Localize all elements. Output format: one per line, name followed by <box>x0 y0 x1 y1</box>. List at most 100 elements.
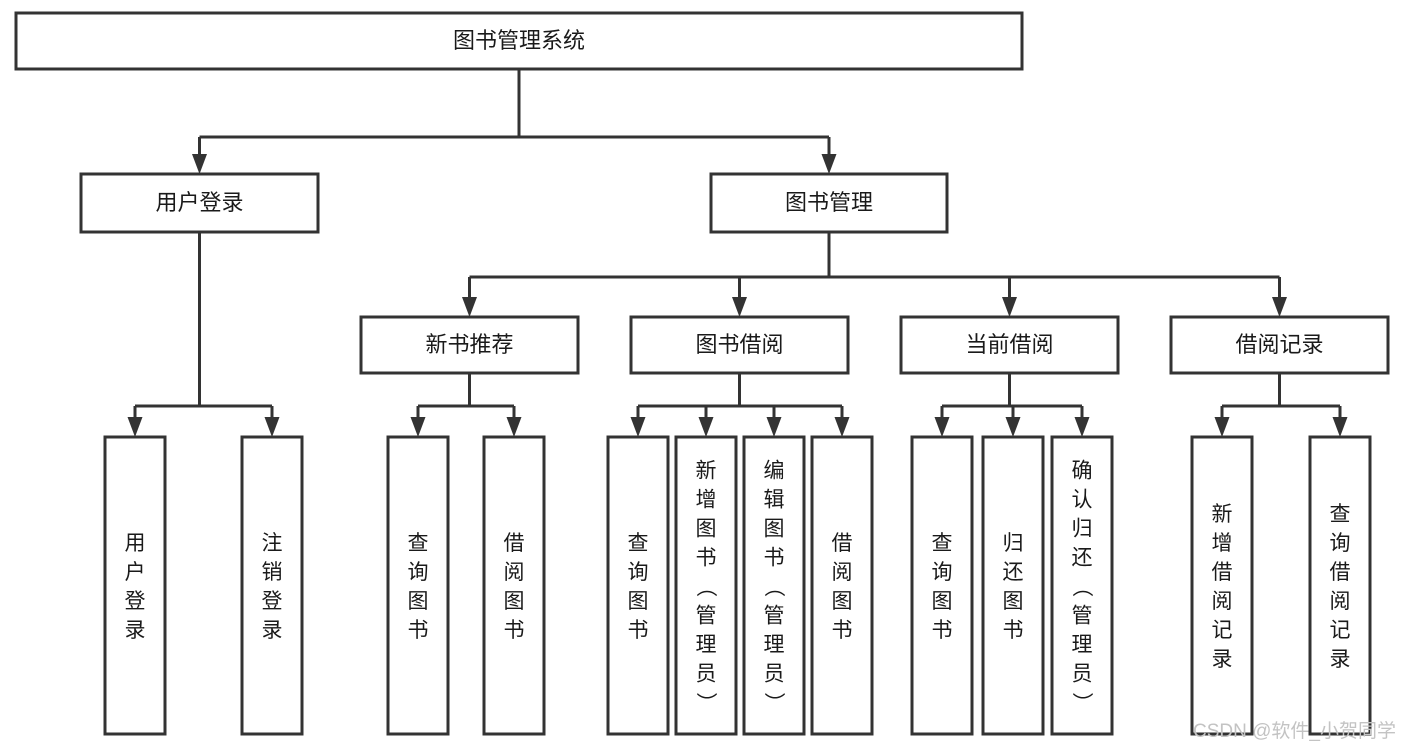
node-label: 用户登录 <box>155 190 243 215</box>
node-box <box>1169 315 1390 375</box>
node-borrow-record[interactable]: 借阅记录 <box>1169 315 1390 375</box>
node-label-char: 员 <box>696 663 717 686</box>
node-label-char: （ <box>762 576 785 597</box>
node-label-char: 理 <box>696 634 717 657</box>
node-label-char: 管 <box>1072 605 1093 628</box>
node-box <box>386 435 450 736</box>
node-label-char: 借 <box>832 532 853 555</box>
node-label-char: 书 <box>696 547 717 570</box>
arrowhead-icon <box>766 417 782 437</box>
node-book-manage[interactable]: 图书管理 <box>709 172 949 234</box>
node-label-char: 还 <box>1003 561 1024 584</box>
connector-group-new-book-recommend <box>410 373 522 437</box>
node-label-char: 增 <box>696 489 717 512</box>
node-label-char: 书 <box>504 619 525 642</box>
node-label-char: 询 <box>1330 532 1351 555</box>
node-label-char: 书 <box>764 547 785 570</box>
node-label: 图书管理 <box>785 190 873 215</box>
node-box <box>810 435 874 736</box>
node-label-char: 询 <box>408 561 429 584</box>
node-label-char: 书 <box>832 619 853 642</box>
arrowhead-icon <box>410 417 426 437</box>
node-label-char: 认 <box>1072 489 1093 512</box>
node-label-char: （ <box>1070 576 1093 597</box>
node-label: 新书推荐 <box>425 332 513 357</box>
node-label-char: 阅 <box>1212 590 1233 613</box>
arrowhead-icon <box>462 297 477 317</box>
node-label-char: 增 <box>1212 532 1233 555</box>
node-book-borrow[interactable]: 图书借阅 <box>629 315 850 375</box>
node-box <box>1308 435 1372 736</box>
node-label: 当前借阅 <box>965 332 1053 357</box>
node-box <box>359 315 580 375</box>
node-label-char: 图 <box>832 590 853 613</box>
arrowhead-icon <box>732 297 747 317</box>
node-label-char: 图 <box>764 518 785 541</box>
node-box <box>79 172 320 234</box>
node-label-char: 户 <box>125 561 146 584</box>
node-label-char: 新 <box>1212 503 1233 526</box>
node-label-char: 登 <box>262 590 283 613</box>
node-box <box>674 435 738 736</box>
node-label: 图书借阅 <box>695 332 783 357</box>
connector-group-root <box>192 69 837 174</box>
node-label-char: 员 <box>764 663 785 686</box>
node-label-char: 销 <box>262 561 283 584</box>
node-label-char: 管 <box>696 605 717 628</box>
arrowhead-icon <box>834 417 850 437</box>
node-new-book-recommend[interactable]: 新书推荐 <box>359 315 580 375</box>
node-user-login[interactable]: 用户登录 <box>79 172 320 234</box>
arrowhead-icon <box>506 417 522 437</box>
node-label-char: 编 <box>764 460 785 483</box>
node-label-char: 询 <box>932 561 953 584</box>
node-current-borrow[interactable]: 当前借阅 <box>899 315 1120 375</box>
node-label-char: 借 <box>1330 561 1351 584</box>
connector-group-user-login <box>127 232 280 437</box>
arrowhead-icon <box>1272 297 1287 317</box>
node-label-char: 书 <box>932 619 953 642</box>
node-label-char: 登 <box>125 590 146 613</box>
watermark-text: CSDN @软件_小贺同学 <box>1193 721 1396 742</box>
node-label-char: 借 <box>1212 561 1233 584</box>
node-label-char: 辑 <box>764 489 785 512</box>
node-label-char: 借 <box>504 532 525 555</box>
node-label-char: 员 <box>1072 663 1093 686</box>
node-root[interactable]: 图书管理系统 <box>14 11 1024 71</box>
node-leaf-user-login[interactable]: 用户登录 <box>103 435 167 736</box>
node-label-char: 查 <box>408 532 429 555</box>
node-label-char: 确 <box>1072 460 1093 483</box>
node-label-char: 用 <box>125 532 146 555</box>
arrowhead-icon <box>630 417 646 437</box>
node-label-char: 阅 <box>504 561 525 584</box>
node-box <box>709 172 949 234</box>
node-label-char: （ <box>694 576 717 597</box>
node-label-char: 录 <box>262 619 283 642</box>
node-label-char: 阅 <box>832 561 853 584</box>
arrowhead-icon <box>192 154 207 174</box>
node-box <box>1190 435 1254 736</box>
arrowhead-icon <box>1005 417 1021 437</box>
node-label-char: 书 <box>628 619 649 642</box>
node-label-char: 录 <box>1330 648 1351 671</box>
node-box <box>14 11 1024 71</box>
node-label-char: ） <box>694 692 717 713</box>
node-box <box>103 435 167 736</box>
arrowhead-icon <box>934 417 950 437</box>
node-box <box>240 435 304 736</box>
arrowhead-icon <box>1214 417 1230 437</box>
node-label-char: 图 <box>628 590 649 613</box>
arrowhead-icon <box>821 154 837 174</box>
